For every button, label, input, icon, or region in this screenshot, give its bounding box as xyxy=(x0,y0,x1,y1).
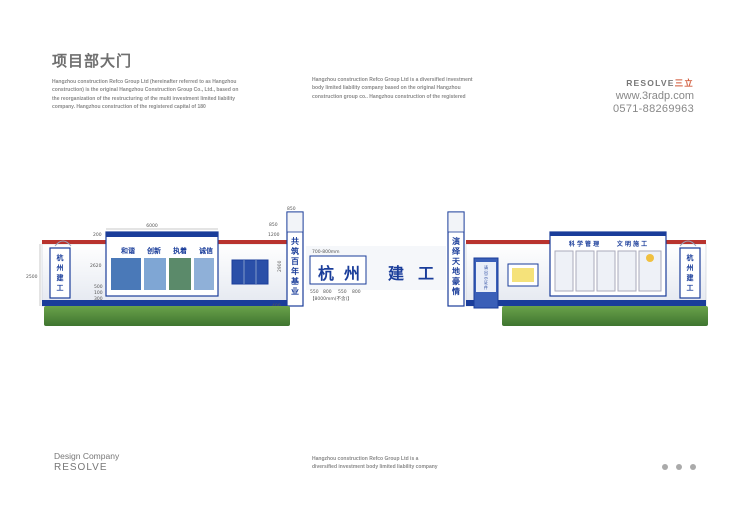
guard-door-notice xyxy=(476,262,496,292)
design-company-name: RESOLVE xyxy=(54,462,108,473)
pagination-dots[interactable] xyxy=(662,464,696,470)
guard-door-char: 出 xyxy=(484,269,488,275)
dim-label: 800 xyxy=(323,289,332,295)
dim-label: 550 xyxy=(338,289,347,295)
left-sign-char: 州 xyxy=(56,264,64,272)
dim-label: 850 xyxy=(287,206,296,212)
right-pillar-char: 情 xyxy=(451,286,460,296)
dim-label: 850 xyxy=(269,222,278,228)
info-board-heading: 文 明 施 工 xyxy=(616,240,647,248)
guard-door-char: 证 xyxy=(484,279,488,285)
left-gate-pillar: 共 筑 百 年 基 业 xyxy=(286,211,304,307)
gate-name-char: 工 xyxy=(418,264,434,283)
dim-label: 550 xyxy=(310,289,319,295)
dim-label: 1200 xyxy=(268,232,280,238)
brand-logo-en: RESOLVE xyxy=(626,78,675,88)
billboard-photo xyxy=(169,258,191,290)
right-window-inner xyxy=(512,268,534,282)
right-grass xyxy=(502,306,708,326)
left-pillar-char: 年 xyxy=(291,266,299,276)
gate-name-panel xyxy=(309,255,367,285)
pagination-dot[interactable] xyxy=(676,464,682,470)
left-sign-char: 建 xyxy=(57,273,65,282)
left-window-panel xyxy=(231,259,269,285)
dim-label: 2500 xyxy=(26,274,38,280)
right-pillar-char: 天 xyxy=(452,257,461,266)
left-pillar-char: 筑 xyxy=(291,246,299,256)
right-pillar-char: 绎 xyxy=(452,246,461,256)
billboard-slogan: 诚信 xyxy=(199,246,213,255)
brand-phone: 0571-88269963 xyxy=(613,103,694,115)
right-small-sign xyxy=(679,247,701,299)
info-board-heading: 科 学 管 理 xyxy=(569,240,599,248)
dim-label: 200 xyxy=(93,232,102,238)
gate-name-char: 建 xyxy=(388,264,404,283)
right-sign-char: 州 xyxy=(686,264,694,272)
dim-gate-total: 【8000mm(不含)】 xyxy=(310,295,352,302)
brand-logo-cn: 三立 xyxy=(674,78,694,88)
left-grass xyxy=(44,306,290,326)
right-wall-section: 请 出 示 证 件 科 学 管 理 文 明 施 工 杭 州 建 工 xyxy=(465,231,707,309)
pagination-dot[interactable] xyxy=(690,464,696,470)
gate-name-char: 杭 xyxy=(318,264,334,283)
gate-name-char: 州 xyxy=(343,264,360,283)
right-pillar-char: 豪 xyxy=(452,276,460,286)
design-company-block: Design Company RESOLVE xyxy=(54,450,119,474)
left-sign-char: 杭 xyxy=(57,253,64,262)
dim-label: 100 xyxy=(94,290,103,296)
gate-center: 杭 州 建 工 700-800mm 550 800 550 800 【8000m… xyxy=(306,246,446,302)
gate-elevation-drawing: 杭 州 建 工 和谐 创新 执着 诚信 6000 200 2620 2500 5… xyxy=(0,190,740,340)
dim-gate-range: 700-800mm xyxy=(312,249,340,255)
right-pillar-char: 演 xyxy=(452,236,460,246)
billboard-slogan: 和谐 xyxy=(120,246,135,255)
left-pillar-char: 百 xyxy=(291,257,299,266)
dim-label: 800 xyxy=(352,289,361,295)
right-sign-char: 工 xyxy=(687,284,694,292)
left-pillar-char: 基 xyxy=(290,276,300,286)
brand-website[interactable]: www.3radp.com xyxy=(615,90,694,102)
dim-label: 2900 xyxy=(277,260,283,272)
dim-label: 500 xyxy=(94,284,103,290)
left-sign-char: 工 xyxy=(57,284,64,292)
right-base-strip xyxy=(466,300,706,306)
intro-paragraph-left: Hangzhou construction Refco Group Ltd (h… xyxy=(52,79,239,111)
helmet-figure xyxy=(646,254,654,262)
dim-board-width: 6000 xyxy=(146,223,158,229)
dim-label: 2620 xyxy=(90,263,102,269)
guard-door-char: 示 xyxy=(484,275,488,280)
billboard-photo xyxy=(144,258,166,290)
design-company-label: Design Company xyxy=(54,451,120,461)
brand-logo: RESOLVE三立 xyxy=(613,77,694,89)
billboard-photo xyxy=(111,258,141,290)
left-wall-section: 杭 州 建 工 和谐 创新 执着 诚信 xyxy=(41,231,289,307)
billboard-slogan: 执着 xyxy=(173,246,187,255)
brand-block: RESOLVE三立 www.3radp.com 0571-88269963 xyxy=(613,77,694,115)
info-board-top-bar xyxy=(550,232,666,236)
pagination-dot[interactable] xyxy=(662,464,668,470)
left-small-sign xyxy=(49,247,71,299)
guard-door-char: 件 xyxy=(484,284,488,290)
billboard-slogan: 创新 xyxy=(146,246,161,255)
intro-paragraph-middle: Hangzhou construction Refco Group Ltd is… xyxy=(312,77,473,100)
left-pillar-char: 业 xyxy=(291,286,299,296)
right-pillar-char: 地 xyxy=(452,266,460,276)
billboard-top-bar xyxy=(106,232,218,237)
left-pillar-char: 共 xyxy=(291,236,299,246)
left-arch xyxy=(54,240,72,247)
right-gate-pillar: 演 绎 天 地 豪 情 xyxy=(447,211,465,307)
guard-door-char: 请 xyxy=(484,264,488,270)
footer-intro: Hangzhou construction Refco Group Ltd is… xyxy=(312,456,438,471)
billboard-photo xyxy=(194,258,214,290)
right-sign-char: 建 xyxy=(687,273,695,282)
page-title: 项目部大门 xyxy=(52,52,133,70)
left-base-strip xyxy=(42,300,288,306)
right-sign-char: 杭 xyxy=(687,253,694,262)
right-arch xyxy=(679,240,697,247)
dim-label: 300 xyxy=(94,296,103,302)
